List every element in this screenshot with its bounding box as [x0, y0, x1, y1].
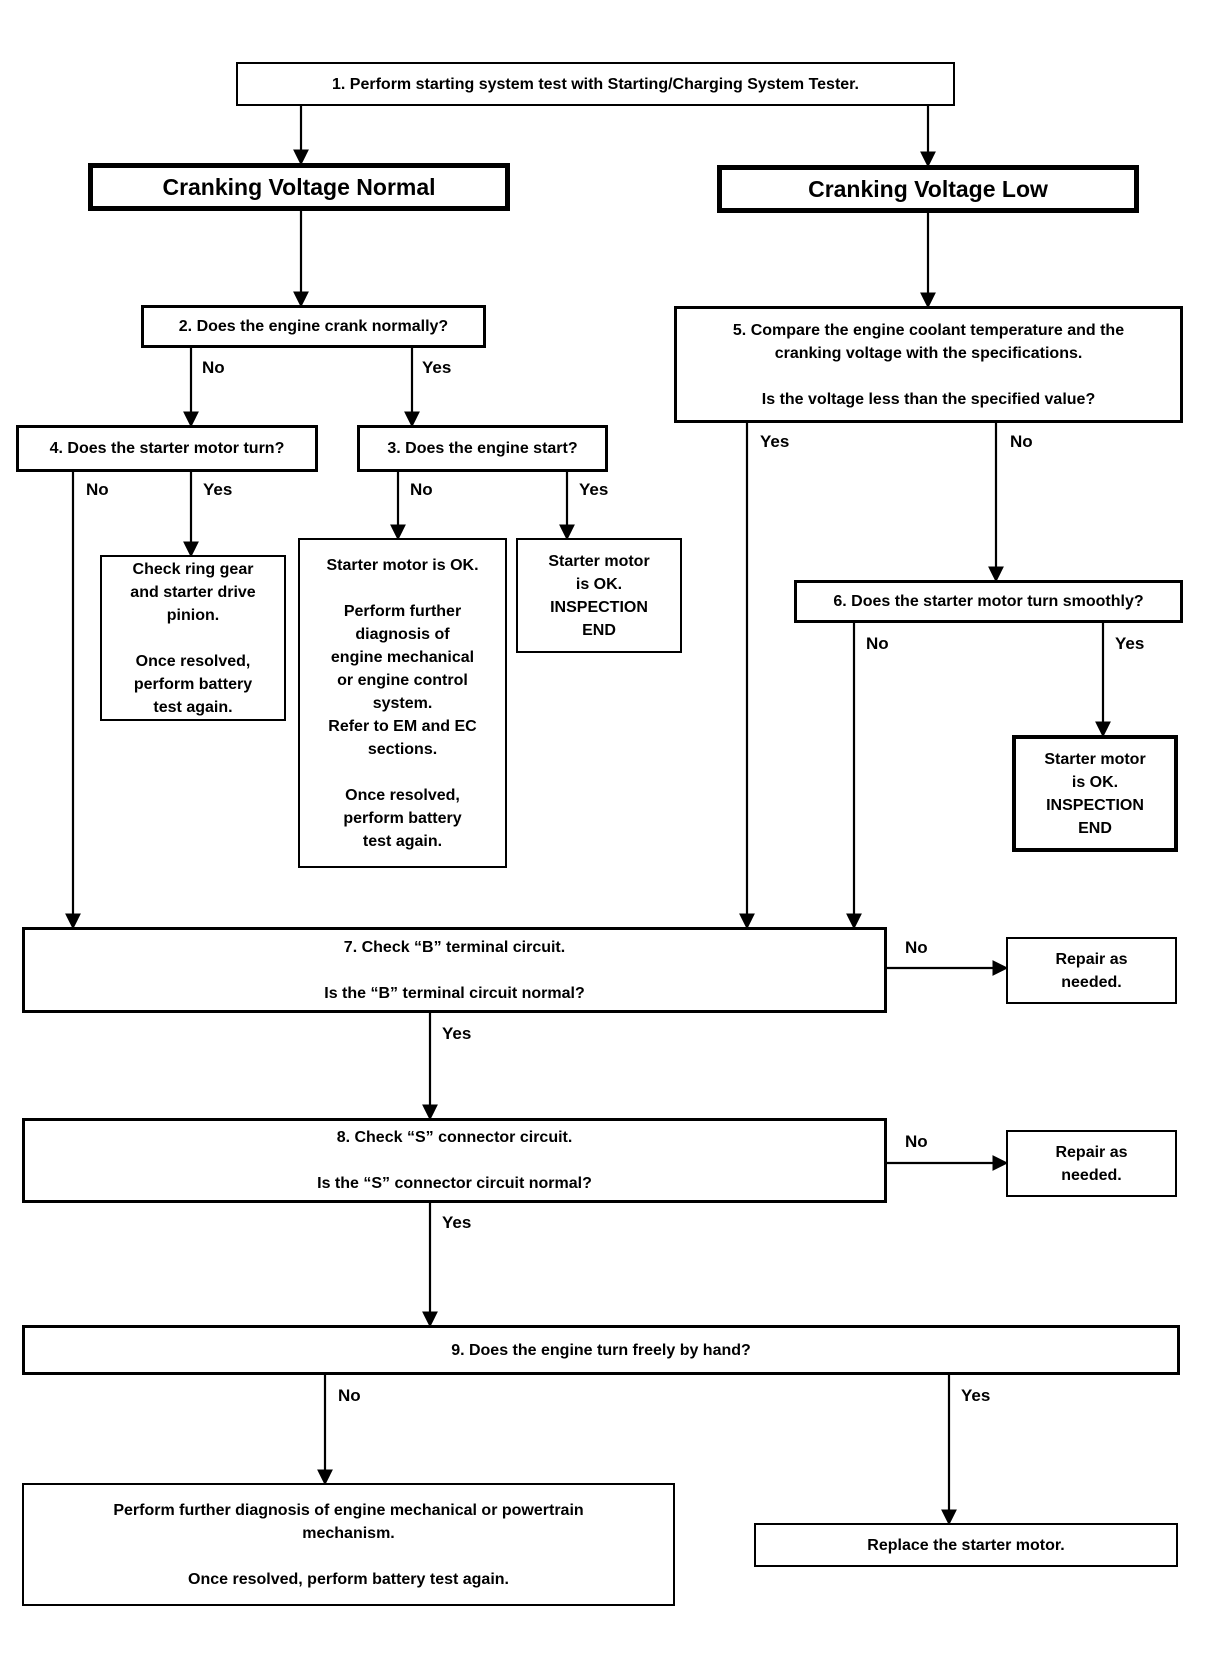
node-repair-2: Repair as needed.	[1006, 1130, 1177, 1197]
node-ring-gear: Check ring gear and starter drive pinion…	[100, 555, 286, 721]
node-engine-diagnosis-text: Perform further diagnosis of engine mech…	[113, 1501, 584, 1588]
node-repair-1: Repair as needed.	[1006, 937, 1177, 1004]
node-step6: 6. Does the starter motor turn smoothly?	[794, 580, 1183, 623]
node-step3: 3. Does the engine start?	[357, 425, 608, 472]
label-step9-yes: Yes	[961, 1386, 991, 1405]
node-inspection-end-2-text: Starter motor is OK. INSPECTION END	[1044, 750, 1146, 837]
node-cranking-voltage-low: Cranking Voltage Low	[717, 165, 1139, 213]
label-step4-yes: Yes	[203, 480, 233, 499]
node-repair-2-text: Repair as needed.	[1055, 1143, 1128, 1184]
node-cranking-voltage-normal: Cranking Voltage Normal	[88, 163, 510, 211]
node-step1-text: 1. Perform starting system test with Sta…	[332, 75, 859, 93]
label-step8-no: No	[905, 1132, 928, 1151]
label-step5-no: No	[1010, 432, 1033, 451]
node-inspection-end-2: Starter motor is OK. INSPECTION END	[1012, 735, 1178, 852]
label-step3-yes: Yes	[579, 480, 609, 499]
label-step6-yes: Yes	[1115, 634, 1145, 653]
node-engine-diagnosis: Perform further diagnosis of engine mech…	[22, 1483, 675, 1606]
node-step4-text: 4. Does the starter motor turn?	[49, 440, 285, 457]
node-step1: 1. Perform starting system test with Sta…	[236, 62, 955, 106]
node-step6-text: 6. Does the starter motor turn smoothly?	[833, 593, 1144, 610]
label-step7-no: No	[905, 938, 928, 957]
label-step2-no: No	[202, 358, 225, 377]
label-step8-yes: Yes	[442, 1213, 472, 1232]
node-starter-ok-diagnosis-text: Starter motor is OK. Perform further dia…	[326, 556, 479, 850]
node-step8-text: 8. Check “S” connector circuit. Is the “…	[317, 1129, 592, 1192]
node-starter-ok-diagnosis: Starter motor is OK. Perform further dia…	[298, 538, 507, 868]
node-step9-text: 9. Does the engine turn freely by hand?	[451, 1341, 751, 1359]
node-inspection-end-1-text: Starter motor is OK. INSPECTION END	[548, 552, 650, 639]
node-step7: 7. Check “B” terminal circuit. Is the “B…	[22, 927, 887, 1013]
label-step6-no: No	[866, 634, 889, 653]
node-ring-gear-text: Check ring gear and starter drive pinion…	[130, 560, 256, 716]
node-step8: 8. Check “S” connector circuit. Is the “…	[22, 1118, 887, 1203]
label-step2-yes: Yes	[422, 358, 452, 377]
node-step2-text: 2. Does the engine crank normally?	[178, 318, 449, 335]
node-cranking-voltage-normal-text: Cranking Voltage Normal	[162, 174, 436, 200]
node-step5-text: 5. Compare the engine coolant temperatur…	[732, 321, 1125, 408]
node-replace-starter: Replace the starter motor.	[754, 1523, 1178, 1567]
label-step4-no: No	[86, 480, 109, 499]
node-step2: 2. Does the engine crank normally?	[141, 305, 486, 348]
node-step7-text: 7. Check “B” terminal circuit. Is the “B…	[324, 938, 585, 1002]
node-replace-starter-text: Replace the starter motor.	[867, 1536, 1065, 1554]
node-step3-text: 3. Does the engine start?	[387, 440, 578, 457]
node-cranking-voltage-low-text: Cranking Voltage Low	[808, 176, 1048, 202]
label-step9-no: No	[338, 1386, 361, 1405]
label-step7-yes: Yes	[442, 1024, 472, 1043]
node-step5: 5. Compare the engine coolant temperatur…	[674, 306, 1183, 423]
node-repair-1-text: Repair as needed.	[1055, 950, 1128, 991]
label-step3-no: No	[410, 480, 433, 499]
node-step9: 9. Does the engine turn freely by hand?	[22, 1325, 1180, 1375]
node-inspection-end-1: Starter motor is OK. INSPECTION END	[516, 538, 682, 653]
label-step5-yes: Yes	[760, 432, 790, 451]
node-step4: 4. Does the starter motor turn?	[16, 425, 318, 472]
